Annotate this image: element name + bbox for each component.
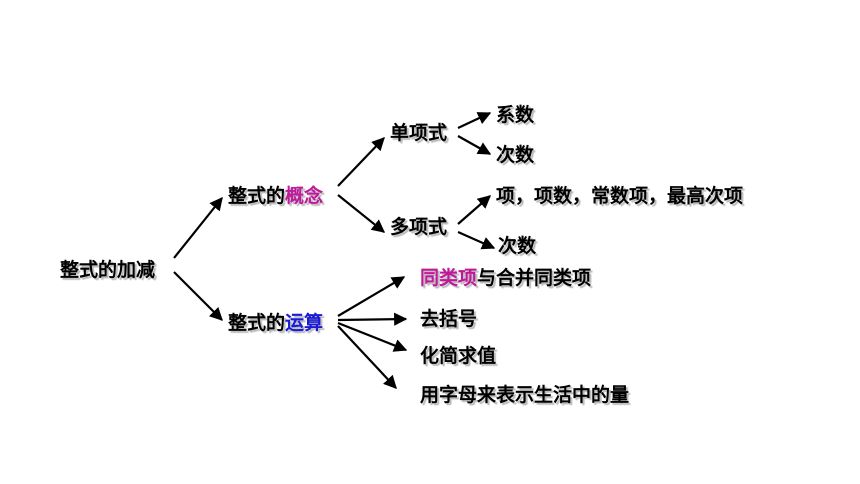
op-like-terms: 同类项与合并同类项 (420, 267, 591, 289)
arrow-operation-to-simplify (337, 321, 408, 352)
root-node: 整式的加减 (60, 259, 156, 281)
monomial-degree: 次数 (496, 144, 535, 166)
like-terms-rest: 与合并同类项 (477, 267, 592, 289)
polynomial-degree: 次数 (498, 235, 537, 257)
arrow-concept-to-monomial (337, 137, 385, 187)
concept-node: 整式的概念 (228, 185, 323, 207)
arrow-root-to-concept (173, 196, 223, 259)
polynomial-node: 多项式 (390, 216, 448, 238)
arrow-monomial-to-degree (457, 135, 492, 155)
operation-node: 整式的运算 (228, 312, 323, 334)
concept-highlight: 概念 (285, 185, 324, 207)
concept-prefix: 整式的 (228, 185, 286, 207)
arrow-operation-to-like-terms (337, 276, 406, 317)
arrow-root-to-operation (173, 271, 223, 321)
operation-prefix: 整式的 (228, 312, 286, 334)
arrow-concept-to-polynomial (337, 194, 386, 233)
monomial-coefficient: 系数 (496, 104, 535, 126)
op-letters: 用字母来表示生活中的量 (420, 384, 630, 406)
operation-highlight: 运算 (285, 312, 324, 334)
arrow-monomial-to-coefficient (457, 112, 492, 129)
monomial-node: 单项式 (390, 122, 448, 144)
like-terms-highlight: 同类项 (420, 267, 478, 289)
op-brackets: 去括号 (420, 308, 478, 330)
arrow-operation-to-letters (337, 325, 397, 389)
polynomial-terms: 项，项数，常数项，最高次项 (496, 185, 744, 207)
arrow-polynomial-to-degree (457, 230, 496, 250)
arrow-operation-to-brackets (337, 312, 408, 326)
op-simplify: 化简求值 (420, 345, 497, 367)
arrow-polynomial-to-terms (457, 195, 491, 225)
